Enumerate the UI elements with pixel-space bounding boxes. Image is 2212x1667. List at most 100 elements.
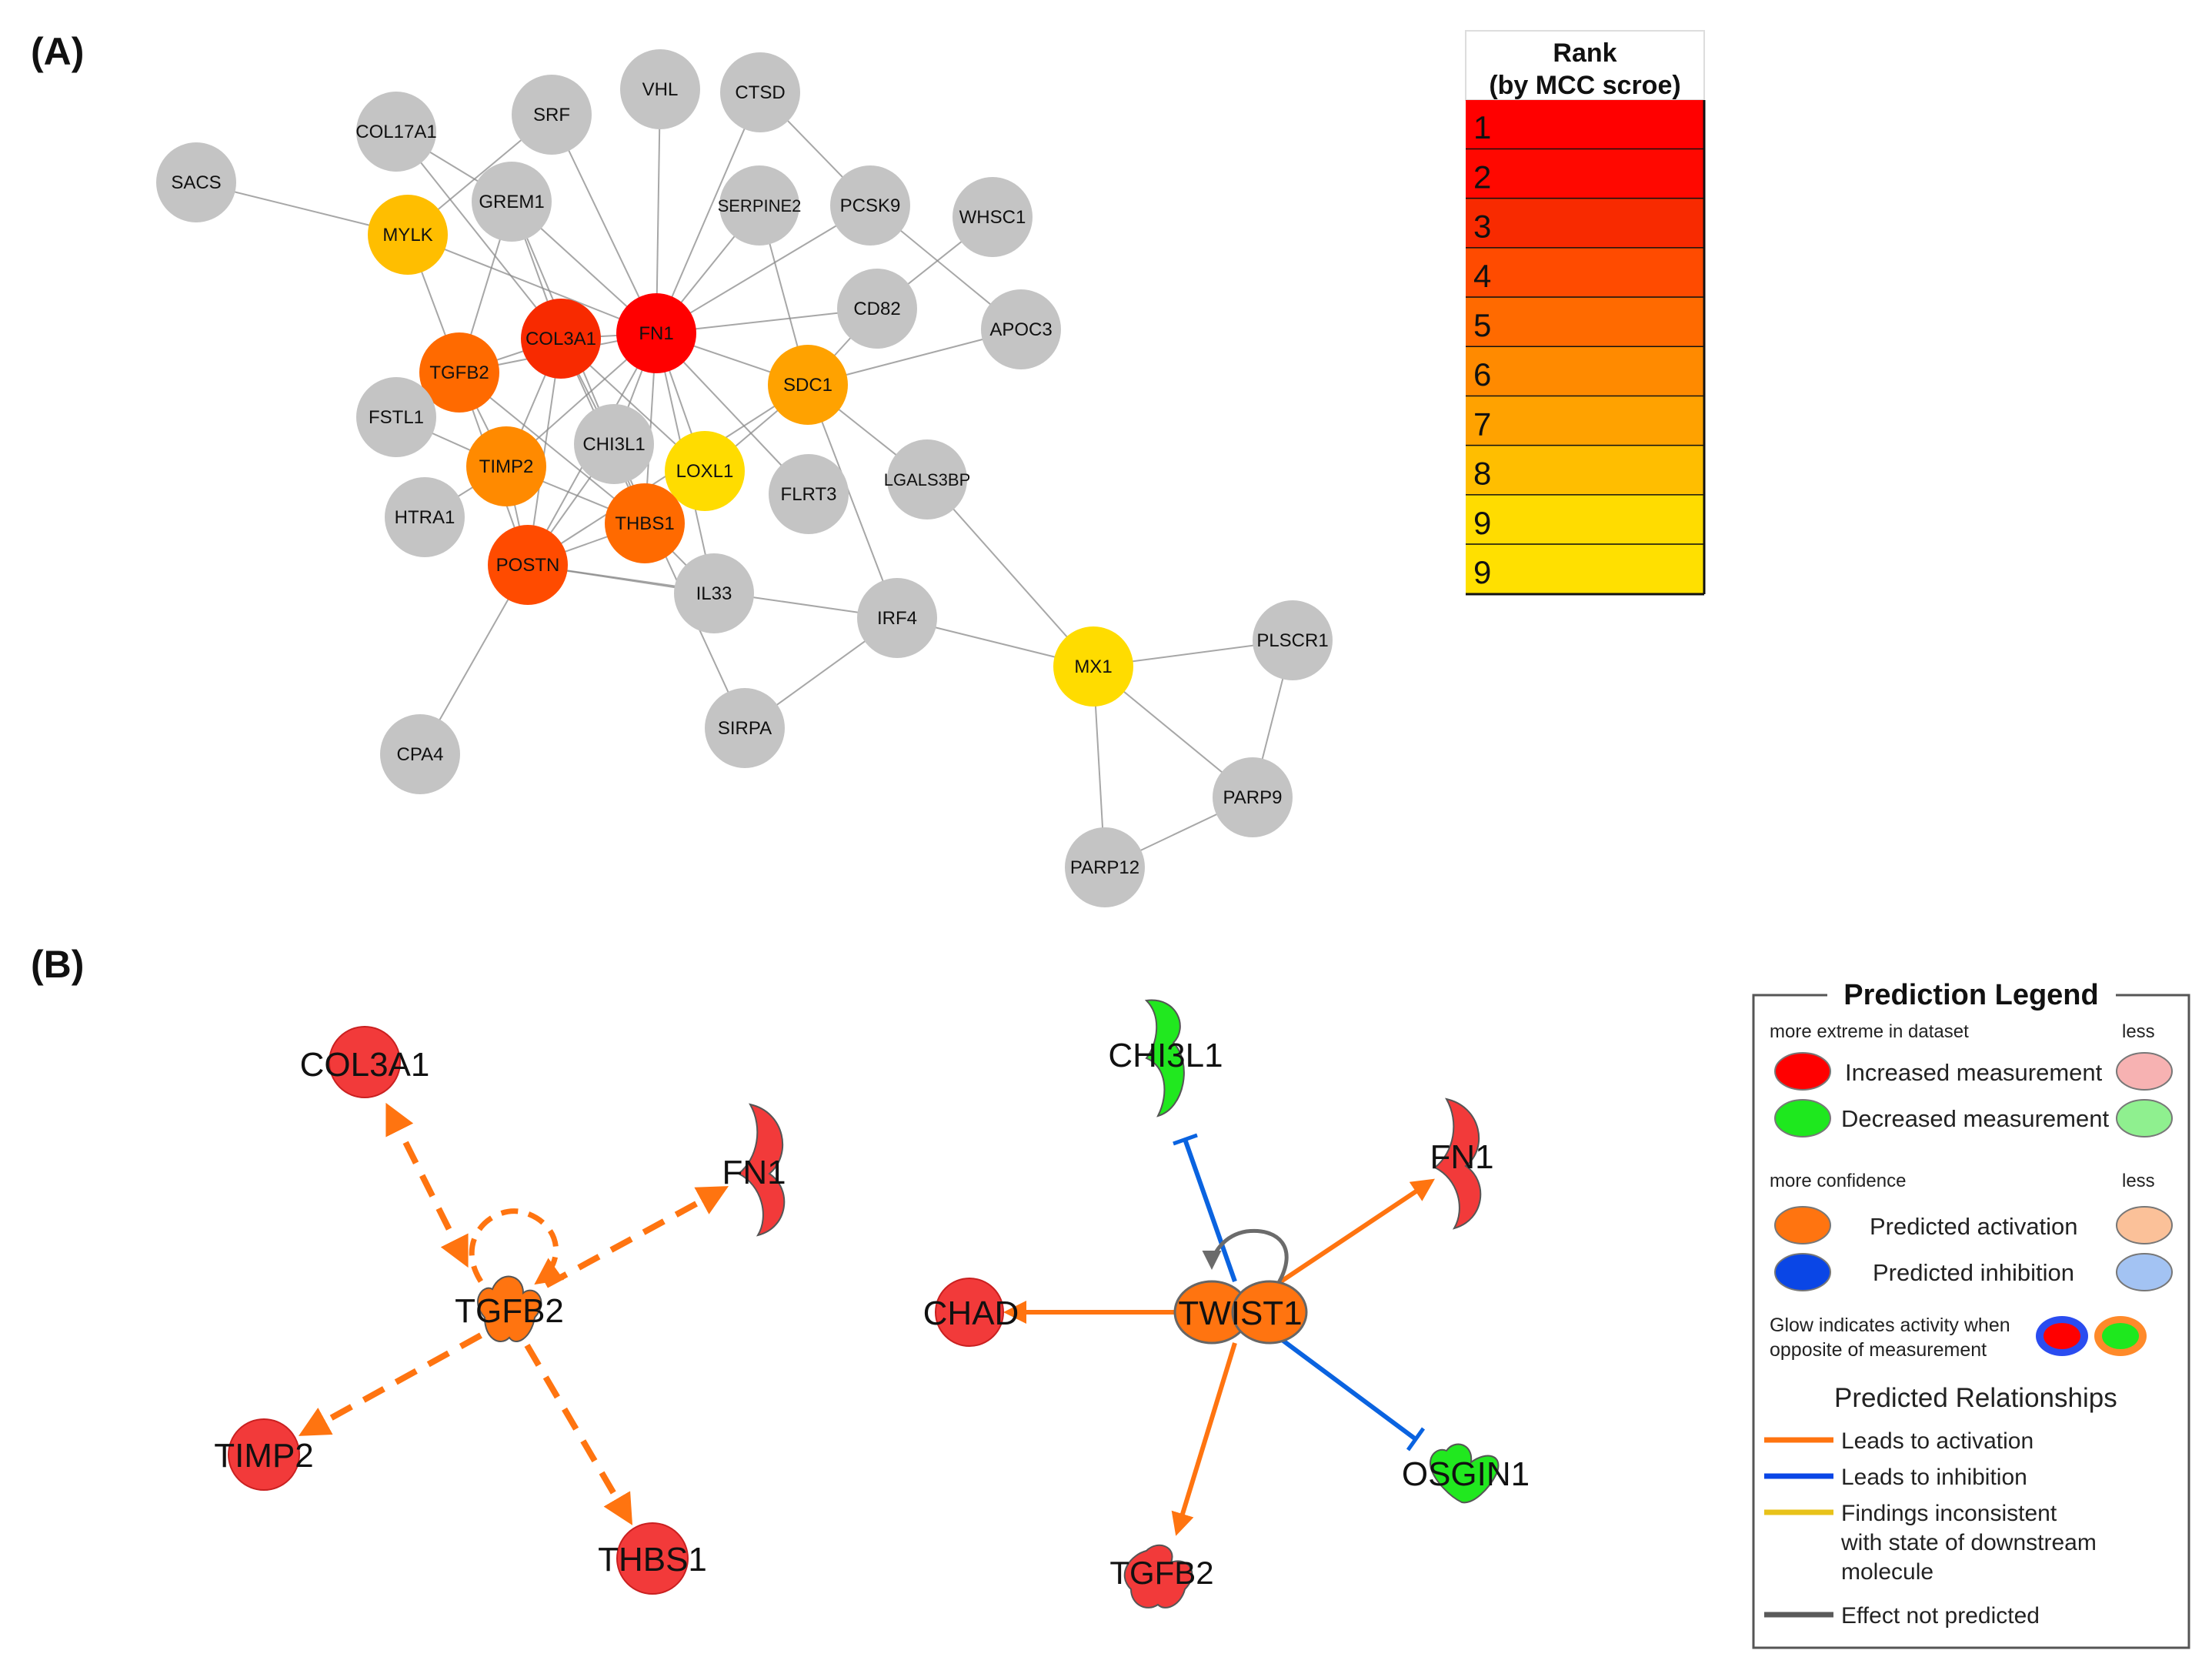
rank-swatch	[1466, 100, 1704, 150]
node-postn: POSTN	[488, 525, 568, 605]
node-thbs1-b-shape	[616, 1522, 689, 1595]
node-cd82: CD82	[837, 269, 917, 349]
legend-decreased-swatch	[1774, 1099, 1831, 1138]
legend-glow-line2: opposite of measurement	[1770, 1339, 1987, 1361]
legend-glow-green-inner	[2102, 1323, 2139, 1349]
rank-label: 9	[1473, 554, 1491, 590]
network-b-right: CHI3L1 FN1 CHAD TWIST1 OSGIN1 TGFB2	[923, 999, 1530, 1609]
rank-label: 7	[1473, 406, 1491, 442]
node-mx1: MX1	[1053, 626, 1133, 707]
node-sirpa: SIRPA	[705, 688, 785, 768]
crescent-icon	[1144, 999, 1185, 1117]
node-il33-label: IL33	[696, 583, 732, 604]
node-chi3l1-label: CHI3L1	[582, 434, 645, 455]
node-srf-circle	[512, 75, 592, 155]
node-fstl1-label: FSTL1	[369, 407, 424, 428]
legend-increased-label: Increased measurement	[1845, 1059, 2103, 1086]
node-col3a1-b-label: COL3A1	[300, 1046, 430, 1084]
prediction-legend-title: Prediction Legend	[1843, 979, 2098, 1011]
node-flrt3-label: FLRT3	[781, 484, 837, 505]
node-tgfb2-circle	[419, 332, 499, 413]
node-twist1-hub-label: TWIST1	[1178, 1295, 1302, 1332]
node-mylk-label: MYLK	[382, 225, 432, 246]
node-chi3l1-b-label: CHI3L1	[1108, 1037, 1223, 1074]
node-flrt3-circle	[769, 454, 849, 534]
legend-extreme-left: more extreme in dataset	[1770, 1021, 1969, 1042]
node-parp12-label: PARP12	[1070, 857, 1139, 878]
node-htra1-label: HTRA1	[395, 507, 455, 528]
node-thbs1-label: THBS1	[615, 513, 674, 534]
node-osgin1-b: OSGIN1	[1402, 1443, 1530, 1504]
panel-b-label: (B)	[31, 943, 84, 986]
node-plscr1-label: PLSCR1	[1256, 630, 1328, 651]
legend-inhibition-light-swatch	[2116, 1253, 2173, 1291]
rank-label: 3	[1473, 209, 1491, 245]
legend-rel-not-predicted-label: Effect not predicted	[1841, 1603, 2040, 1629]
node-col3a1: COL3A1	[521, 299, 601, 379]
crescent-icon	[737, 1103, 786, 1237]
node-serpine2: SERPINE2	[718, 165, 801, 246]
node-lgals3bp-circle	[887, 439, 967, 519]
node-srf-label: SRF	[533, 105, 570, 125]
node-col17a1-circle	[356, 92, 436, 172]
node-grem1-circle	[472, 162, 552, 242]
rank-label: 5	[1473, 307, 1491, 343]
node-sdc1-label: SDC1	[783, 375, 832, 396]
legend-rel-inhibition-label: Leads to inhibition	[1841, 1465, 2027, 1490]
node-htra1: HTRA1	[385, 477, 465, 557]
node-timp2-b: TIMP2	[214, 1418, 314, 1491]
edge-tgfb2-col3a1	[385, 1102, 469, 1268]
node-cpa4: CPA4	[380, 714, 460, 794]
edge-tgfb2-timp2	[298, 1332, 482, 1436]
node-parp9-label: PARP9	[1223, 787, 1283, 808]
node-apoc3: APOC3	[981, 289, 1061, 369]
legend-rel-inconsistent-line1: Findings inconsistent	[1841, 1501, 2057, 1526]
rank-row: 4	[1466, 248, 1704, 299]
node-irf4: IRF4	[857, 578, 937, 658]
node-thbs1: THBS1	[605, 483, 685, 563]
node-thbs1-circle	[605, 483, 685, 563]
legend-rel-inconsistent-line2: with state of downstream	[1840, 1530, 2097, 1555]
legend-rel-activation-label: Leads to activation	[1841, 1428, 2034, 1454]
node-cd82-circle	[837, 269, 917, 349]
rank-label: 4	[1473, 258, 1491, 294]
prediction-legend-title-bg	[1827, 977, 2116, 1016]
node-parp12-circle	[1065, 827, 1145, 907]
node-parp12: PARP12	[1065, 827, 1145, 907]
edge-twist1-chi3l1	[1183, 1138, 1237, 1282]
panel-a-label: (A)	[31, 30, 84, 73]
node-col17a1-label: COL17A1	[355, 122, 436, 142]
node-serpine2-circle	[719, 165, 799, 246]
node-timp2-label: TIMP2	[479, 456, 534, 477]
node-chi3l1-b: CHI3L1	[1108, 999, 1223, 1117]
node-sdc1-circle	[768, 345, 848, 425]
twist1-right-lobe	[1231, 1280, 1308, 1345]
node-parp9-circle	[1213, 757, 1293, 837]
node-grem1: GREM1	[472, 162, 552, 242]
node-chad-b: CHAD	[923, 1278, 1019, 1347]
node-sdc1: SDC1	[768, 345, 848, 425]
edge-lgals3bp-mx1	[926, 479, 1094, 667]
edge-col17a1-col3a1	[395, 131, 562, 339]
node-sacs: SACS	[156, 142, 236, 222]
rank-swatch	[1466, 248, 1704, 298]
node-plscr1-circle	[1253, 600, 1333, 680]
node-sirpa-circle	[705, 688, 785, 768]
node-col17a1: COL17A1	[355, 92, 437, 172]
legend-inhibition-swatch	[1774, 1253, 1831, 1291]
rank-legend-subtitle: (by MCC scroe)	[1489, 71, 1680, 100]
node-fstl1-circle	[356, 377, 436, 457]
node-flrt3: FLRT3	[769, 454, 849, 534]
node-chad-b-shape	[935, 1278, 1004, 1347]
edge-twist1-osgin1	[1279, 1337, 1417, 1442]
rank-label: 2	[1473, 159, 1491, 195]
node-osgin1-b-label: OSGIN1	[1402, 1455, 1530, 1493]
node-ctsd-circle	[720, 52, 800, 132]
edge-tgfb2-thbs1	[524, 1343, 633, 1525]
edge-vhl-fn1	[656, 89, 661, 334]
node-apoc3-label: APOC3	[989, 319, 1052, 340]
edge-twist1-self	[1202, 1228, 1289, 1287]
